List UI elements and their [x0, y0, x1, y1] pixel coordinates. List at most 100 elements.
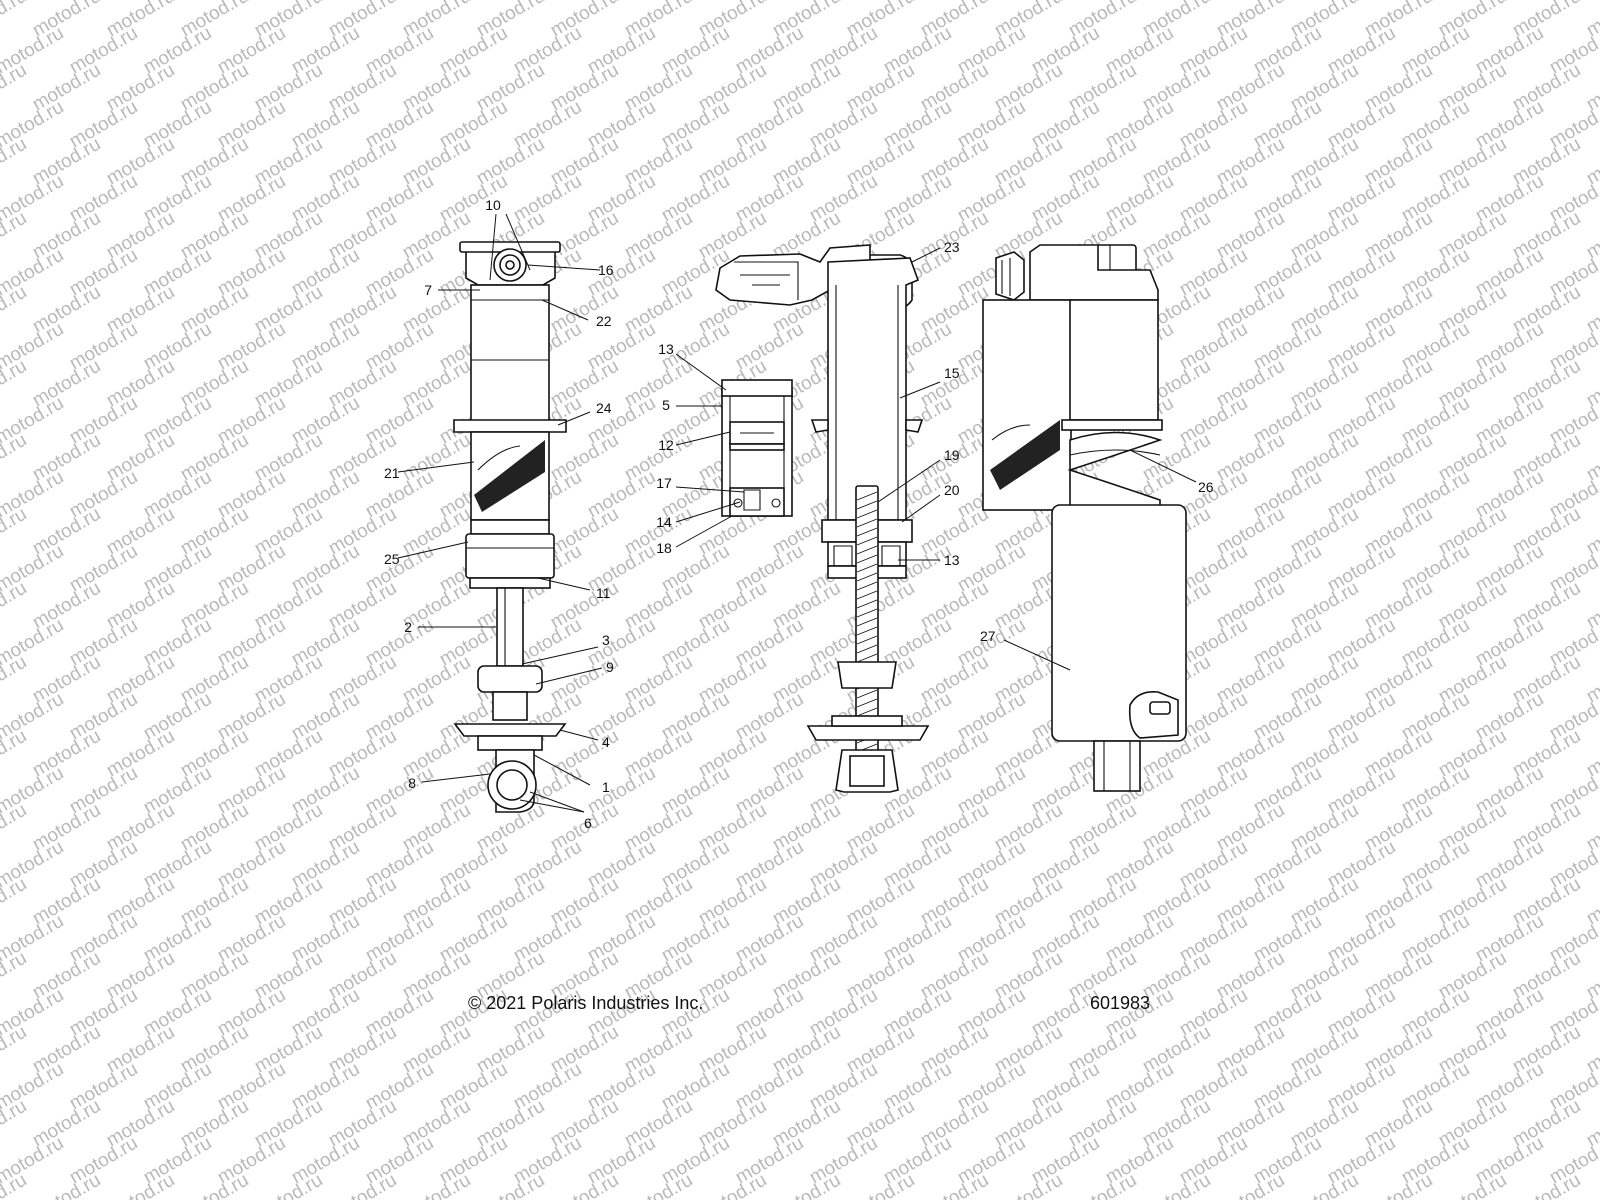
spring-seat-lower — [453, 723, 567, 737]
watermark-text: motod.ru — [621, 1170, 696, 1200]
callout-12: 12 — [658, 437, 674, 453]
hatch-line — [856, 509, 878, 519]
watermark-text: motod.ru — [399, 1170, 474, 1200]
watermark-text: motod.ru — [1065, 1170, 1140, 1200]
watermark-text: motod.ru — [0, 504, 30, 560]
hatch-line — [856, 581, 878, 591]
callout-26: 26 — [1198, 479, 1214, 495]
watermark-text: motod.ru — [0, 0, 30, 41]
watermark-text: motod.ru — [1509, 1170, 1584, 1200]
hatch-line — [856, 518, 878, 528]
watermark-text: motod.ru — [769, 1170, 844, 1200]
callout-21: 21 — [384, 465, 400, 481]
callout-23: 23 — [944, 239, 960, 255]
watermark-text: motod.ru — [1139, 1170, 1214, 1200]
callout-labels: 10 7 22 16 24 21 25 11 2 3 9 4 8 1 6 13 … — [384, 197, 1214, 831]
watermark-text: motod.ru — [1583, 1170, 1600, 1200]
watermark-text: motod.ru — [0, 134, 30, 190]
watermark-text: motod.ru — [0, 1022, 30, 1078]
callout-5: 5 — [662, 397, 670, 413]
callout-7: 7 — [424, 282, 432, 298]
hatch-line — [856, 608, 878, 618]
callout-16: 16 — [598, 262, 614, 278]
hatch-line — [856, 563, 878, 573]
watermark-text: motod.ru — [843, 1170, 918, 1200]
hatch-line — [856, 590, 878, 600]
spring-seat-upper — [453, 419, 567, 433]
bottom-bumper — [477, 665, 543, 693]
watermark-text: motod.ru — [0, 948, 30, 1004]
hatch-line — [856, 599, 878, 609]
watermark-text: motod.ru — [1287, 1170, 1362, 1200]
hatch-line — [856, 500, 878, 510]
hatch-line — [856, 491, 878, 501]
watermark-text: motod.ru — [177, 1170, 252, 1200]
callout-19: 19 — [944, 447, 960, 463]
callout-15: 15 — [944, 365, 960, 381]
watermark-text: motod.ru — [917, 1170, 992, 1200]
shaft — [496, 587, 524, 667]
watermark-text: motod.ru — [547, 1170, 622, 1200]
watermark-text: motod.ru — [325, 1170, 400, 1200]
hatch-line — [856, 527, 878, 537]
watermark-text: motod.ru — [29, 1170, 104, 1200]
reservoir-valve — [1128, 690, 1179, 739]
hatch-line — [856, 653, 878, 663]
callout-2: 2 — [404, 619, 412, 635]
callout-6: 6 — [584, 815, 592, 831]
watermark-text: motod.ru — [0, 578, 30, 634]
callout-10: 10 — [485, 197, 501, 213]
copyright-text: © 2021 Polaris Industries Inc. — [468, 993, 703, 1013]
watermark-text: motod.ru — [0, 874, 30, 930]
shock-section-view — [715, 244, 930, 793]
watermark-text: motod.ru — [1435, 1170, 1510, 1200]
reservoir-endcap — [729, 487, 785, 517]
watermark-text: motod.ru — [1361, 1170, 1436, 1200]
hatch-line — [856, 554, 878, 564]
watermark-text: motod.ru — [0, 1096, 30, 1152]
watermark-text: motod.ru — [103, 1170, 178, 1200]
watermark-text: motod.ru — [0, 208, 30, 264]
watermark-text: motod.ru — [1213, 1170, 1288, 1200]
preload-collar — [465, 533, 555, 579]
shock-body-upper — [470, 284, 550, 431]
watermark-text: motod.ru — [251, 1170, 326, 1200]
watermark-text: motod.ru — [0, 356, 30, 412]
watermark-text: motod.ru — [695, 1170, 770, 1200]
watermark-text: motod.ru — [0, 430, 30, 486]
hatch-line — [856, 698, 878, 708]
hatch-line — [856, 644, 878, 654]
callout-18: 18 — [656, 540, 672, 556]
hatch-line — [856, 572, 878, 582]
watermark-text: motod.ru — [0, 800, 30, 856]
watermark-text: motod.ru — [0, 652, 30, 708]
leader-lines — [397, 213, 1197, 813]
callout-27: 27 — [980, 628, 996, 644]
watermark-text: motod.ru — [0, 726, 30, 782]
section-bumper — [837, 661, 897, 689]
hatch-line — [856, 689, 878, 699]
spring-coil — [1061, 299, 1163, 511]
callout-24: 24 — [596, 400, 612, 416]
watermark-text: motod.ru — [473, 1170, 548, 1200]
callout-22: 22 — [596, 313, 612, 329]
hatch-line — [856, 545, 878, 555]
callout-4: 4 — [602, 734, 610, 750]
callout-9: 9 — [606, 659, 614, 675]
hatch-line — [856, 536, 878, 546]
callout-8: 8 — [408, 775, 416, 791]
callout-13-top: 13 — [658, 341, 674, 357]
shock-assembled-view — [453, 241, 567, 813]
hatch-line — [856, 635, 878, 645]
watermark-text: motod.ru — [0, 282, 30, 338]
callout-14: 14 — [656, 514, 672, 530]
side-lower-eyelet — [1093, 740, 1141, 792]
side-body — [982, 299, 1072, 511]
callout-17: 17 — [656, 475, 672, 491]
hatch-line — [856, 707, 878, 717]
callout-1: 1 — [602, 779, 610, 795]
callout-25: 25 — [384, 551, 400, 567]
hatch-line — [856, 626, 878, 636]
